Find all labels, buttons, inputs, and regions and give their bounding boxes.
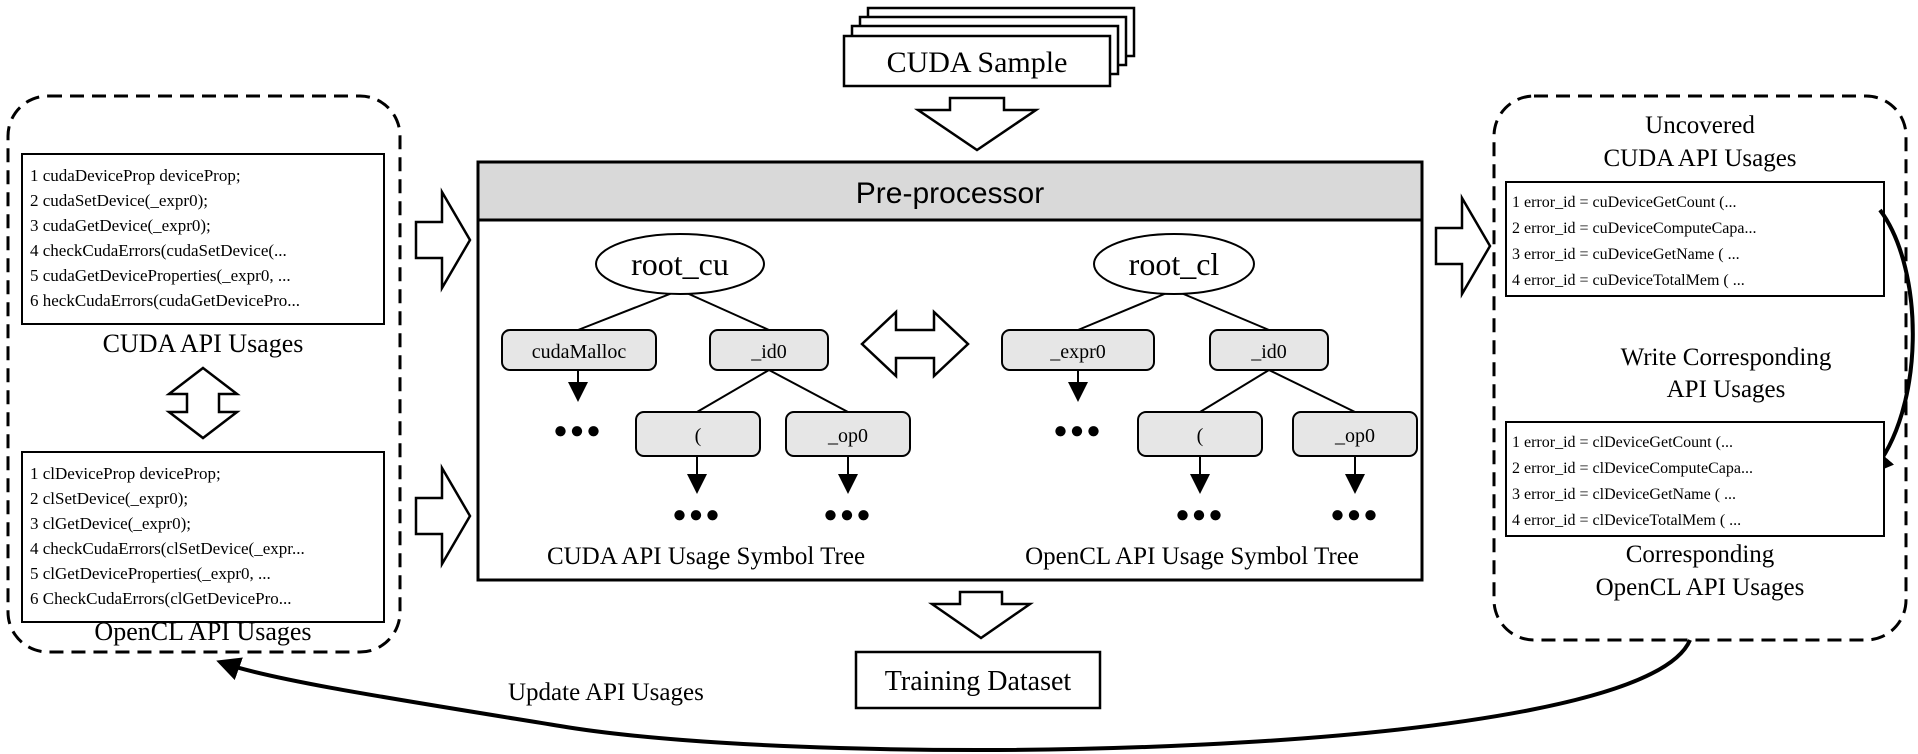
cuda-sample-stack: CUDA Sample xyxy=(842,6,1136,88)
corresponding-usages-box: 1 error_id = clDeviceGetCount (... 2 err… xyxy=(1505,421,1885,537)
cuda-usage-line: 2 cudaSetDevice(_expr0); xyxy=(30,191,208,210)
opencl-usage-line: 4 checkCudaErrors(clSetDevice(_expr... xyxy=(30,539,305,558)
down-arrow-icon xyxy=(928,590,1034,640)
right-usages-panel xyxy=(1492,94,1908,642)
tree-node xyxy=(1137,411,1263,457)
ellipsis-marker: ●●● xyxy=(553,418,603,444)
corresponding-usage-line: 2 error_id = clDeviceComputeCapa... xyxy=(1512,460,1753,477)
tree-root-node xyxy=(595,233,765,295)
corresponding-title: OpenCL API Usages xyxy=(1596,574,1805,601)
uncovered-usage-line: 2 error_id = cuDeviceComputeCapa... xyxy=(1512,220,1757,237)
cuda-usages-box: 1 cudaDeviceProp deviceProp; 2 cudaSetDe… xyxy=(21,153,385,325)
right-arrow-icon xyxy=(414,187,472,293)
opencl-usage-line: 2 clSetDevice(_expr0); xyxy=(30,489,188,508)
down-arrow-icon xyxy=(913,96,1041,152)
uncovered-usages-box: 1 error_id = cuDeviceGetCount (... 2 err… xyxy=(1505,181,1885,297)
opencl-usage-line: 6 CheckCudaErrors(clGetDevicePro... xyxy=(30,589,292,608)
tree-node xyxy=(501,329,657,371)
training-dataset-box: Training Dataset xyxy=(854,650,1102,710)
tree-node xyxy=(709,329,829,371)
cuda-symbol-tree: root_cu cudaMalloc _id0 ( _op0 ●●● ●●● ●… xyxy=(501,233,911,570)
bidirectional-vertical-arrow-icon xyxy=(165,366,241,440)
corresponding-usage-line: 4 error_id = clDeviceTotalMem ( ... xyxy=(1512,512,1741,529)
opencl-tree-caption: OpenCL API Usage Symbol Tree xyxy=(1025,543,1359,570)
update-feedback-arrow xyxy=(216,639,1692,752)
preprocessor-title: Pre-processor xyxy=(856,177,1044,210)
tree-node-label: ( xyxy=(695,425,702,447)
ellipsis-marker: ●●● xyxy=(1053,418,1103,444)
tree-node xyxy=(1209,329,1329,371)
opencl-usages-box: 1 clDeviceProp deviceProp; 2 clSetDevice… xyxy=(21,451,385,623)
tree-node-label: _expr0 xyxy=(1049,341,1106,363)
cuda-tree-caption: CUDA API Usage Symbol Tree xyxy=(547,543,865,570)
cuda-sample-label: CUDA Sample xyxy=(887,46,1068,79)
ellipsis-marker: ●●● xyxy=(1175,502,1225,528)
uncovered-usage-line: 4 error_id = cuDeviceTotalMem ( ... xyxy=(1512,272,1745,289)
corresponding-title: Corresponding xyxy=(1626,541,1775,568)
cuda-usage-line: 5 cudaGetDeviceProperties(_expr0, ... xyxy=(30,266,291,285)
right-arrow-icon xyxy=(414,463,472,569)
tree-node-label: _op0 xyxy=(1334,425,1375,447)
tree-root-label: root_cu xyxy=(631,246,729,282)
opencl-usages-caption: OpenCL API Usages xyxy=(94,617,311,646)
bidirectional-horizontal-arrow-icon xyxy=(860,309,970,379)
tree-node-label: ( xyxy=(1197,425,1204,447)
cuda-usage-line: 1 cudaDeviceProp deviceProp; xyxy=(30,166,241,185)
cuda-usage-line: 3 cudaGetDevice(_expr0); xyxy=(30,216,211,235)
right-arrow-icon xyxy=(1434,193,1492,299)
tree-root-node xyxy=(1093,233,1255,295)
write-label: API Usages xyxy=(1667,376,1786,403)
tree-node xyxy=(1001,329,1155,371)
tree-node-label: _op0 xyxy=(827,425,868,447)
tree-node-label: _id0 xyxy=(1250,341,1287,363)
opencl-usage-line: 3 clGetDevice(_expr0); xyxy=(30,514,191,533)
tree-node xyxy=(635,411,761,457)
opencl-usage-line: 1 clDeviceProp deviceProp; xyxy=(30,464,221,483)
uncovered-usage-line: 3 error_id = cuDeviceGetName ( ... xyxy=(1512,246,1740,263)
cuda-usage-line: 6 heckCudaErrors(cudaGetDevicePro... xyxy=(30,291,300,310)
corresponding-usage-line: 3 error_id = clDeviceGetName ( ... xyxy=(1512,486,1736,503)
corresponding-usage-line: 1 error_id = clDeviceGetCount (... xyxy=(1512,434,1733,451)
uncovered-title: CUDA API Usages xyxy=(1603,145,1796,172)
tree-node-label: _id0 xyxy=(750,341,787,363)
tree-root-label: root_cl xyxy=(1129,246,1220,282)
tree-node xyxy=(1292,411,1418,457)
left-usages-panel xyxy=(6,94,402,654)
tree-node-label: cudaMalloc xyxy=(532,341,627,363)
write-arrow xyxy=(1869,208,1915,476)
opencl-usage-line: 5 clGetDeviceProperties(_expr0, ... xyxy=(30,564,271,583)
ellipsis-marker: ●●● xyxy=(823,502,873,528)
cuda-usages-caption: CUDA API Usages xyxy=(103,329,304,358)
update-api-usages-label: Update API Usages xyxy=(508,679,704,706)
tree-node xyxy=(785,411,911,457)
uncovered-title: Uncovered xyxy=(1645,112,1755,139)
write-label: Write Corresponding xyxy=(1621,344,1832,371)
ellipsis-marker: ●●● xyxy=(672,502,722,528)
opencl-symbol-tree: root_cl _expr0 _id0 ( _op0 ●●● ●●● ●●● O… xyxy=(1001,233,1418,570)
cuda-usage-line: 4 checkCudaErrors(cudaSetDevice(... xyxy=(30,241,287,260)
training-dataset-label: Training Dataset xyxy=(885,666,1072,697)
uncovered-usage-line: 1 error_id = cuDeviceGetCount (... xyxy=(1512,194,1737,211)
ellipsis-marker: ●●● xyxy=(1330,502,1380,528)
